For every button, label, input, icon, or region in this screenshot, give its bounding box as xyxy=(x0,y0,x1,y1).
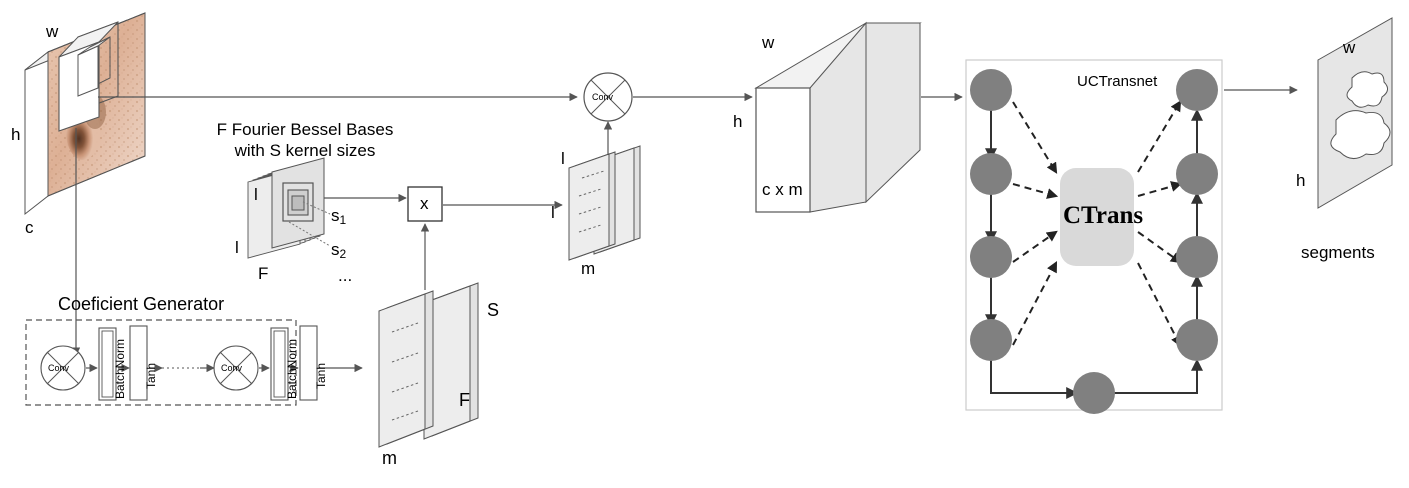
ctrans-block xyxy=(1060,168,1134,266)
output-label-h: h xyxy=(1296,171,1306,190)
input-image-volume xyxy=(24,12,146,216)
uctransnet-title: UCTransnet xyxy=(1077,73,1158,90)
weights-label-m: m xyxy=(581,259,596,278)
input-label-c: c xyxy=(25,218,34,237)
bases-label-s1: s1 xyxy=(331,206,347,227)
input-label-w: w xyxy=(46,22,59,41)
coefgen-tanh2-label: Tanh xyxy=(314,362,328,389)
multiply-box xyxy=(407,186,443,222)
coefgen-batchnorm2-box xyxy=(270,327,289,401)
coefficients-label-m: m xyxy=(382,448,397,468)
coefficient-planes xyxy=(378,282,479,448)
coefficients-label-F: F xyxy=(459,390,470,410)
coefgen-batchnorm1-box xyxy=(98,327,117,401)
bases-label-F: F xyxy=(258,264,269,283)
output-label-w: w xyxy=(1343,38,1356,57)
coefgen-conv1-label: Conv xyxy=(48,363,70,373)
output-segmentation-plane xyxy=(1317,17,1393,209)
coefgen-tanh1-label: Tanh xyxy=(144,362,158,389)
coefficient-generator-title: Coeficient Generator xyxy=(58,294,225,314)
edge-encoder-to-bottleneck xyxy=(990,360,1079,399)
bases-title-line2: with S kernel sizes xyxy=(234,141,376,160)
coefgen-batchnorm1-label: BatchNorm xyxy=(113,338,127,399)
coefgen-tanh2-box xyxy=(299,325,318,401)
cube-label-cm: c x m xyxy=(762,180,803,199)
coefgen-tanh1-box xyxy=(129,325,148,401)
bases-label-ellipsis: ... xyxy=(338,266,353,285)
feature-cube xyxy=(754,21,922,213)
cube-label-w: w xyxy=(762,33,775,52)
bases-label-s2: s2 xyxy=(331,240,347,261)
coefficients-label-S: S xyxy=(487,300,500,320)
coefficient-generator-box xyxy=(25,319,297,406)
coefgen-conv2-label: Conv xyxy=(221,363,243,373)
coefgen-conv1-node xyxy=(40,345,86,391)
output-caption: segments xyxy=(1301,243,1375,262)
input-label-h: h xyxy=(11,125,21,144)
conv-main-label: Conv xyxy=(592,92,614,102)
bases-label-l-top: l xyxy=(254,185,258,204)
conv-main-node xyxy=(583,72,633,122)
weights-label-l-left: l xyxy=(551,203,555,222)
weight-planes xyxy=(568,145,641,261)
encoder-nodes xyxy=(970,69,1012,361)
cube-label-h: h xyxy=(733,112,743,131)
coefgen-batchnorm2-label: BatchNorm xyxy=(285,338,299,399)
weights-label-l-top: l xyxy=(561,149,565,168)
coefgen-conv2-node xyxy=(213,345,259,391)
ctrans-label: CTrans xyxy=(1063,202,1144,229)
skip-connections-in xyxy=(1012,101,1059,346)
bases-title-line1: F Fourier Bessel Bases xyxy=(216,120,394,139)
bottleneck-node xyxy=(1073,372,1115,414)
fourier-bessel-stack xyxy=(247,157,331,259)
skip-connections-out xyxy=(1137,100,1183,347)
multiply-label: x xyxy=(420,194,429,213)
bases-label-l-left: l xyxy=(235,238,239,257)
decoder-nodes xyxy=(1176,69,1218,361)
edge-bottleneck-to-decoder xyxy=(1112,358,1203,394)
